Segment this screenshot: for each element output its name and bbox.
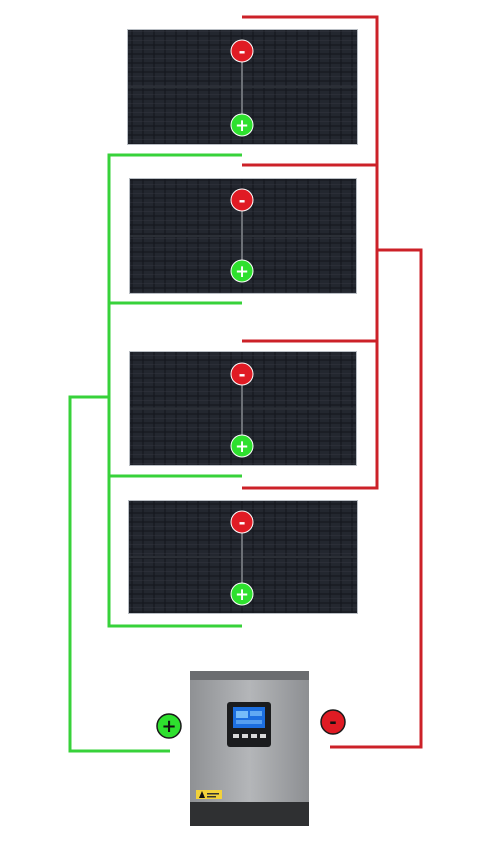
inverter-button[interactable] — [242, 734, 248, 738]
inverter-button[interactable] — [251, 734, 257, 738]
panel-4-positive-terminal-symbol: + — [235, 585, 249, 604]
inverter-button[interactable] — [260, 734, 266, 738]
panel-4-negative-terminal: - — [230, 510, 254, 534]
inverter-top — [190, 671, 309, 680]
terminals: - + - + - + - + + - — [156, 39, 346, 739]
inverter-negative-terminal-symbol: - — [329, 712, 336, 733]
panel-1-positive-terminal: + — [230, 113, 254, 137]
panel-3-negative-terminal: - — [230, 362, 254, 386]
panel-1-negative-terminal-symbol: - — [239, 42, 246, 61]
positive-feed-wire — [68, 395, 170, 753]
inverter — [190, 671, 309, 826]
inverter-positive-terminal: + — [156, 713, 182, 739]
warning-triangle-icon — [199, 791, 205, 798]
inverter-negative-terminal: - — [320, 709, 346, 735]
inverter-button[interactable] — [233, 734, 239, 738]
panel-3-positive-terminal: + — [230, 434, 254, 458]
inverter-base — [190, 802, 309, 826]
panel-2-negative-terminal: - — [230, 188, 254, 212]
panel-3-negative-terminal-symbol: - — [239, 365, 246, 384]
inverter-buttons — [233, 734, 266, 738]
panel-2-positive-terminal-symbol: + — [235, 262, 249, 281]
negative-bus-wire — [242, 15, 379, 490]
panel-1-positive-terminal-symbol: + — [235, 116, 249, 135]
negative-wiring — [242, 15, 423, 749]
panel-1-negative-terminal: - — [230, 39, 254, 63]
positive-wiring — [68, 153, 242, 753]
panel-2-positive-terminal: + — [230, 259, 254, 283]
negative-feed-wire — [330, 248, 423, 749]
panel-3-positive-terminal-symbol: + — [235, 437, 249, 456]
panel-4-positive-terminal: + — [230, 582, 254, 606]
positive-bus-wire — [107, 153, 242, 628]
panel-4-negative-terminal-symbol: - — [239, 513, 246, 532]
inverter-positive-terminal-symbol: + — [161, 716, 176, 737]
panel-2-negative-terminal-symbol: - — [239, 191, 246, 210]
